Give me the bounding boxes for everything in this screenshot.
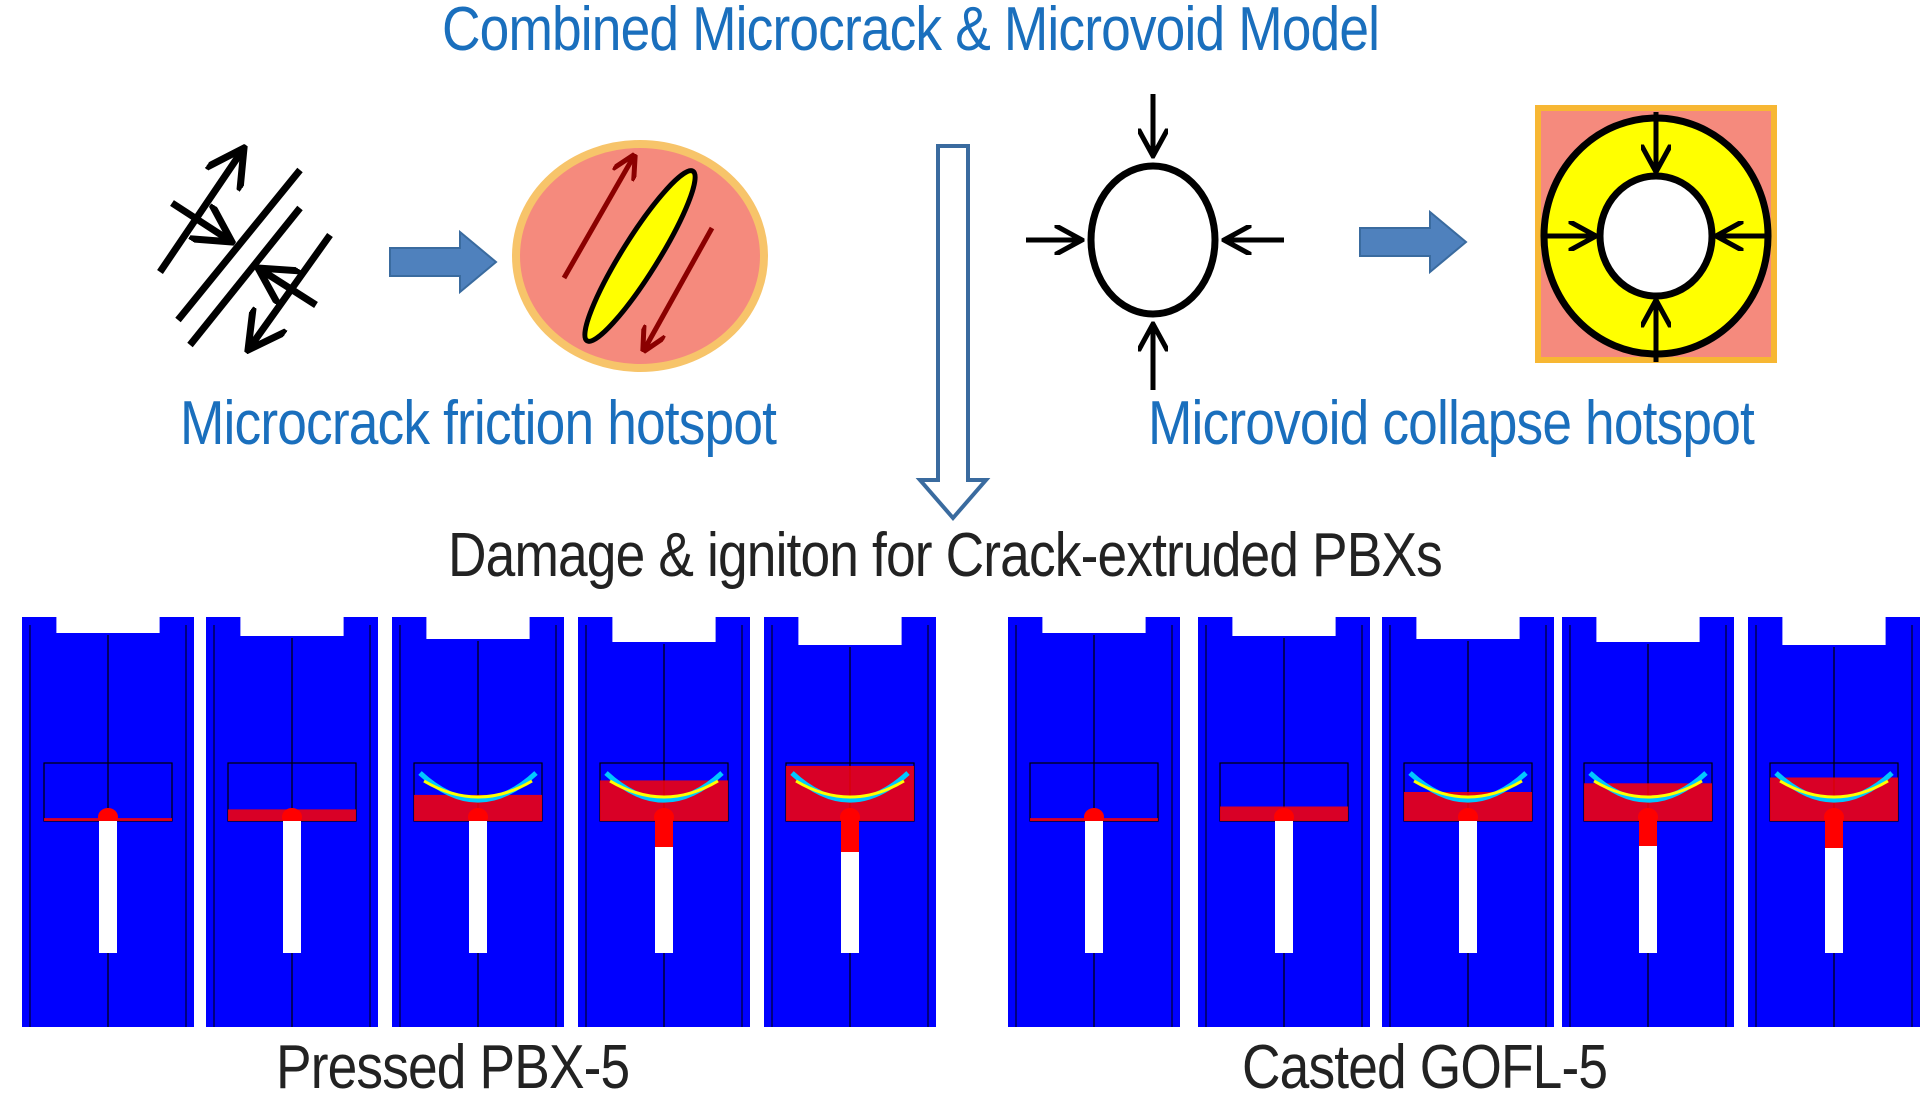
crack-normal-arrow-right [258, 268, 318, 308]
diagram-title: Combined Microcrack & Microvoid Model [442, 0, 1380, 64]
pressed-pbx-panel-5 [764, 615, 936, 1027]
arrow-icon [1359, 209, 1468, 275]
pressed-pbx-panels [22, 615, 936, 1027]
pressed-pbx-panel-2 [206, 615, 378, 1027]
casted-gofl-panel-2 [1198, 615, 1370, 1027]
microvoid-hotspot-label: Microvoid collapse hotspot [1148, 389, 1755, 458]
casted-gofl-panel-1 [1008, 615, 1180, 1027]
microcrack-hotspot-icon [512, 140, 768, 372]
crack-normal-arrow-left [170, 200, 232, 242]
microvoid-sketch [1026, 94, 1284, 390]
microvoid-hotspot-icon [1535, 105, 1777, 363]
subtitle: Damage & igniton for Crack-extruded PBXs [448, 521, 1443, 590]
casted-gofl-panel-3 [1382, 615, 1554, 1027]
microcrack-hotspot-label: Microcrack friction hotspot [180, 389, 777, 458]
casted-gofl-panels [1008, 615, 1920, 1027]
casted-gofl-panel-4 [1562, 615, 1734, 1027]
pressed-pbx-label: Pressed PBX-5 [276, 1033, 630, 1102]
pressed-pbx-panel-1 [22, 615, 194, 1027]
casted-gofl-label: Casted GOFL-5 [1242, 1033, 1608, 1102]
down-arrow-icon [915, 144, 991, 522]
microcrack-sketch [157, 148, 333, 350]
crack-line-right [187, 205, 303, 348]
casted-gofl-panel-5 [1748, 615, 1920, 1027]
pressed-pbx-panel-4 [578, 615, 750, 1027]
pressed-pbx-panel-3 [392, 615, 564, 1027]
arrow-icon [389, 229, 498, 295]
crack-line-left [175, 167, 303, 323]
